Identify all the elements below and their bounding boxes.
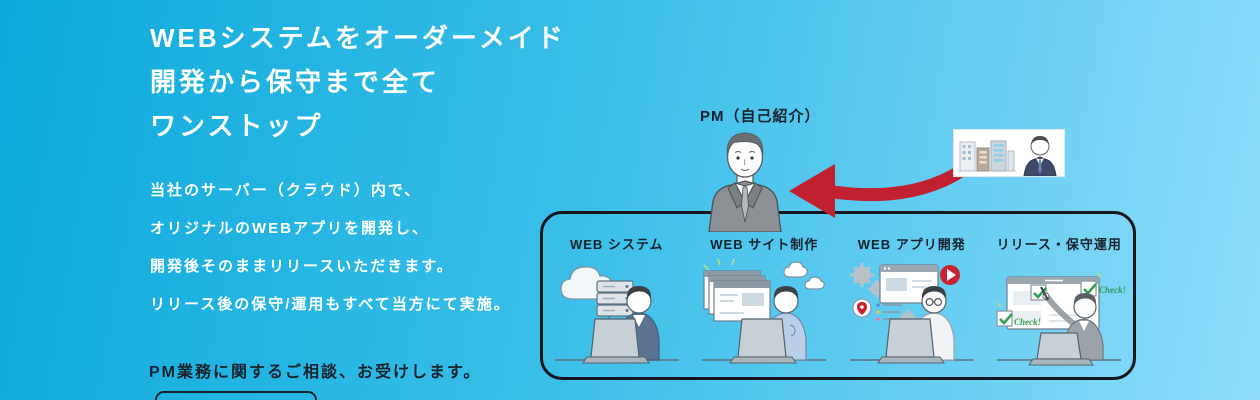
page-title: WEBシステムをオーダーメイド 開発から保守まで全て ワンストップ	[150, 16, 566, 148]
service-label-web-system: WEB システム	[569, 237, 664, 252]
service-web-site: WEB サイト制作	[691, 214, 839, 377]
gears-app-person-illustration	[849, 263, 974, 364]
checkbox-icon	[996, 280, 1098, 327]
task-list-icon	[875, 303, 902, 321]
service-web-system: WEB システム	[543, 214, 691, 377]
city-buildings-icon	[959, 140, 1015, 172]
pm-tie	[741, 186, 749, 223]
pm-person-illustration	[708, 132, 782, 232]
services-box: WEB システム	[540, 211, 1136, 380]
pm-hair	[726, 132, 764, 157]
description-line-1: 当社のサーバー（クラウド）内で、	[150, 182, 422, 199]
check-text-1: Check!	[1099, 285, 1125, 295]
service-web-app: WEB アプリ開発	[838, 214, 986, 377]
description-line-2: オリジナルのWEBアプリを開発し、	[150, 220, 429, 237]
description-line-3: 開発後そのままリリースいただきます。	[150, 258, 454, 275]
hero-description: 当社のサーバー（クラウド）内で、 オリジナルのWEBアプリを開発し、 開発後その…	[150, 172, 511, 324]
browser-windows-icon	[703, 270, 771, 322]
consult-text: PM業務に関するご相談、お受けします。	[149, 364, 482, 381]
person-at-laptop-icon	[729, 286, 807, 364]
service-label-web-site: WEB サイト制作	[710, 237, 819, 252]
sparkle-icon	[703, 258, 735, 271]
person-at-laptop-icon	[581, 286, 660, 364]
checklist-person-illustration: Check! Check!	[996, 272, 1125, 366]
pm-label: PM（自己紹介）	[700, 108, 821, 125]
city-and-businessman-illustration	[958, 136, 1057, 177]
pen-icon	[1040, 286, 1050, 301]
title-line-2: 開発から保守まで全て	[150, 67, 441, 97]
person-checking-icon	[1028, 286, 1104, 366]
cta-button[interactable]	[155, 391, 317, 400]
check-text-2: Check!	[1014, 317, 1041, 327]
service-label-release-maintenance: リリース・保守運用	[996, 237, 1122, 252]
map-pin-icon	[852, 298, 872, 318]
title-line-3: ワンストップ	[150, 111, 324, 141]
browser-windows-person-illustration	[702, 258, 827, 364]
service-release-maintenance: リリース・保守運用	[986, 214, 1134, 377]
service-label-web-app: WEB アプリ開発	[857, 237, 966, 252]
title-line-1: WEBシステムをオーダーメイド	[150, 23, 566, 53]
play-button-icon	[939, 265, 960, 285]
server-rack-icon	[596, 280, 634, 317]
person-at-laptop-icon	[876, 286, 955, 364]
description-line-4: リリース後の保守/運用もすべて当方にて実施。	[150, 296, 511, 313]
businessman-icon	[1023, 136, 1057, 177]
cloud-server-person-illustration	[554, 266, 679, 364]
sparkle-icon	[996, 272, 1102, 308]
intro-photo-card	[953, 129, 1065, 177]
